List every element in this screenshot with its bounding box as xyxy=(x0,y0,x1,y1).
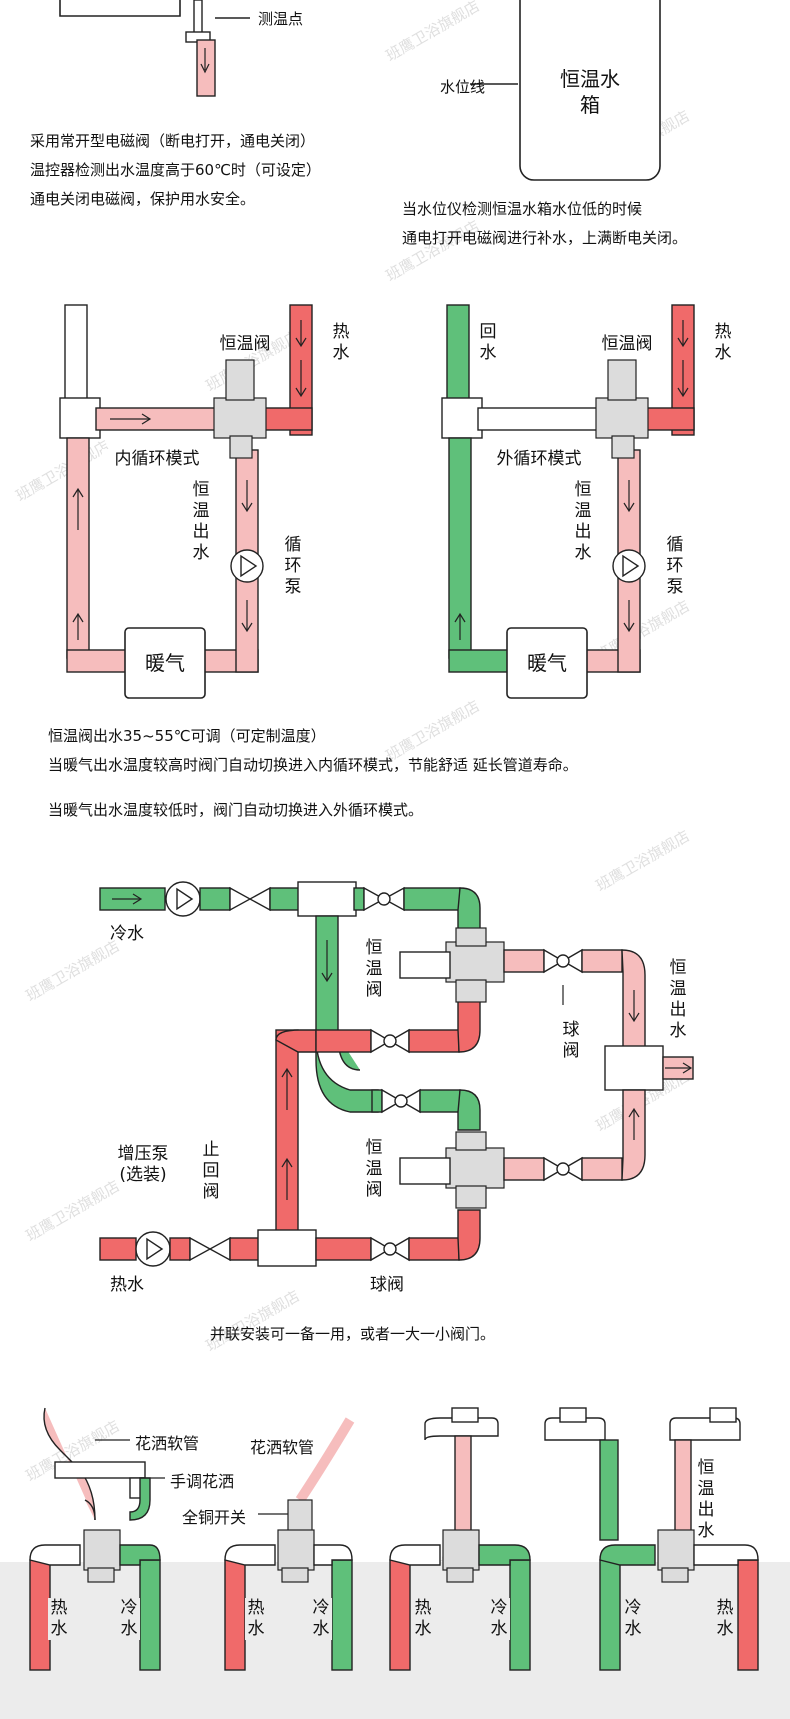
hot-water-label-left: 热水 xyxy=(332,322,350,363)
panel3-right-label: 冷水 xyxy=(488,1598,510,1640)
sensor-label: 测温点 xyxy=(258,10,304,28)
parallel-caption: 并联安装可一备一用，或者一大一小阀门。 xyxy=(210,1325,496,1343)
mode-inner-label: 内循环模式 xyxy=(102,449,212,470)
loop-note-3: 当暖气出水温度较低时，阀门自动切换进入外循环模式。 xyxy=(48,801,424,819)
valve-label-1: 恒温阀 xyxy=(365,938,383,1000)
ball-valve-label: 球阀 xyxy=(562,1020,580,1061)
heater-label-left: 暖气 xyxy=(145,651,185,675)
booster-pump-label: 增压泵(选装) xyxy=(117,1144,169,1185)
hot-water-label-right: 热水 xyxy=(714,322,732,363)
hand-shower-label: 手调花洒 xyxy=(170,1472,235,1491)
hose-label-1: 花洒软管 xyxy=(135,1434,200,1453)
panel1-left-label: 热水 xyxy=(48,1598,70,1640)
panel2-right-label: 冷水 xyxy=(310,1598,332,1640)
tank-label: 恒温水箱 xyxy=(560,67,620,117)
loop-diagrams xyxy=(59,304,695,699)
top-diagram xyxy=(59,0,661,181)
brass-switch-label: 全铜开关 xyxy=(182,1508,247,1527)
outlet-label-left: 恒温出水 xyxy=(192,480,210,563)
return-water-label: 回水 xyxy=(479,322,497,363)
bottom-outlet-label: 恒温出水 xyxy=(697,1458,715,1541)
ball-valve-bottom-label: 球阀 xyxy=(370,1275,404,1295)
panel4-left-label: 冷水 xyxy=(622,1598,644,1640)
panel3-left-label: 热水 xyxy=(412,1598,434,1640)
valve-label-right: 恒温阀 xyxy=(601,334,653,354)
check-valve-label: 止回阀 xyxy=(202,1140,220,1202)
top-right-line-2: 通电打开电磁阀进行补水，上满断电关闭。 xyxy=(402,229,688,247)
valve-label-2: 恒温阀 xyxy=(365,1138,383,1200)
valve-label-left: 恒温阀 xyxy=(219,334,271,354)
hot-water-label: 热水 xyxy=(110,1275,144,1295)
cold-water-label: 冷水 xyxy=(110,924,144,944)
outlet-label-right: 恒温出水 xyxy=(574,480,592,563)
top-right-line-1: 当水位仪检测恒温水箱水位低的时候 xyxy=(402,200,643,218)
pump-label-right: 循环泵 xyxy=(666,535,684,597)
top-left-line-2: 温控器检测出水温度高于60℃时（可设定） xyxy=(30,161,321,179)
outlet-label: 恒温出水 xyxy=(669,958,687,1041)
hose-label-2: 花洒软管 xyxy=(250,1438,315,1457)
loop-note-1: 恒温阀出水35~55℃可调（可定制温度） xyxy=(48,727,326,745)
water-level-label: 水位线 xyxy=(440,78,486,96)
loop-note-2: 当暖气出水温度较高时阀门自动切换进入内循环模式，节能舒适 延长管道寿命。 xyxy=(48,756,578,774)
parallel-diagram xyxy=(99,881,694,1267)
top-left-line-1: 采用常开型电磁阀（断电打开，通电关闭） xyxy=(30,132,316,150)
panel4-right-label: 热水 xyxy=(714,1598,736,1640)
top-left-line-3: 通电关闭电磁阀，保护用水安全。 xyxy=(30,190,256,208)
panel1-right-label: 冷水 xyxy=(118,1598,140,1640)
pump-label-left: 循环泵 xyxy=(284,535,302,597)
heater-label-right: 暖气 xyxy=(527,651,567,675)
panel2-left-label: 热水 xyxy=(245,1598,267,1640)
mode-outer-label: 外循环模式 xyxy=(484,449,594,470)
